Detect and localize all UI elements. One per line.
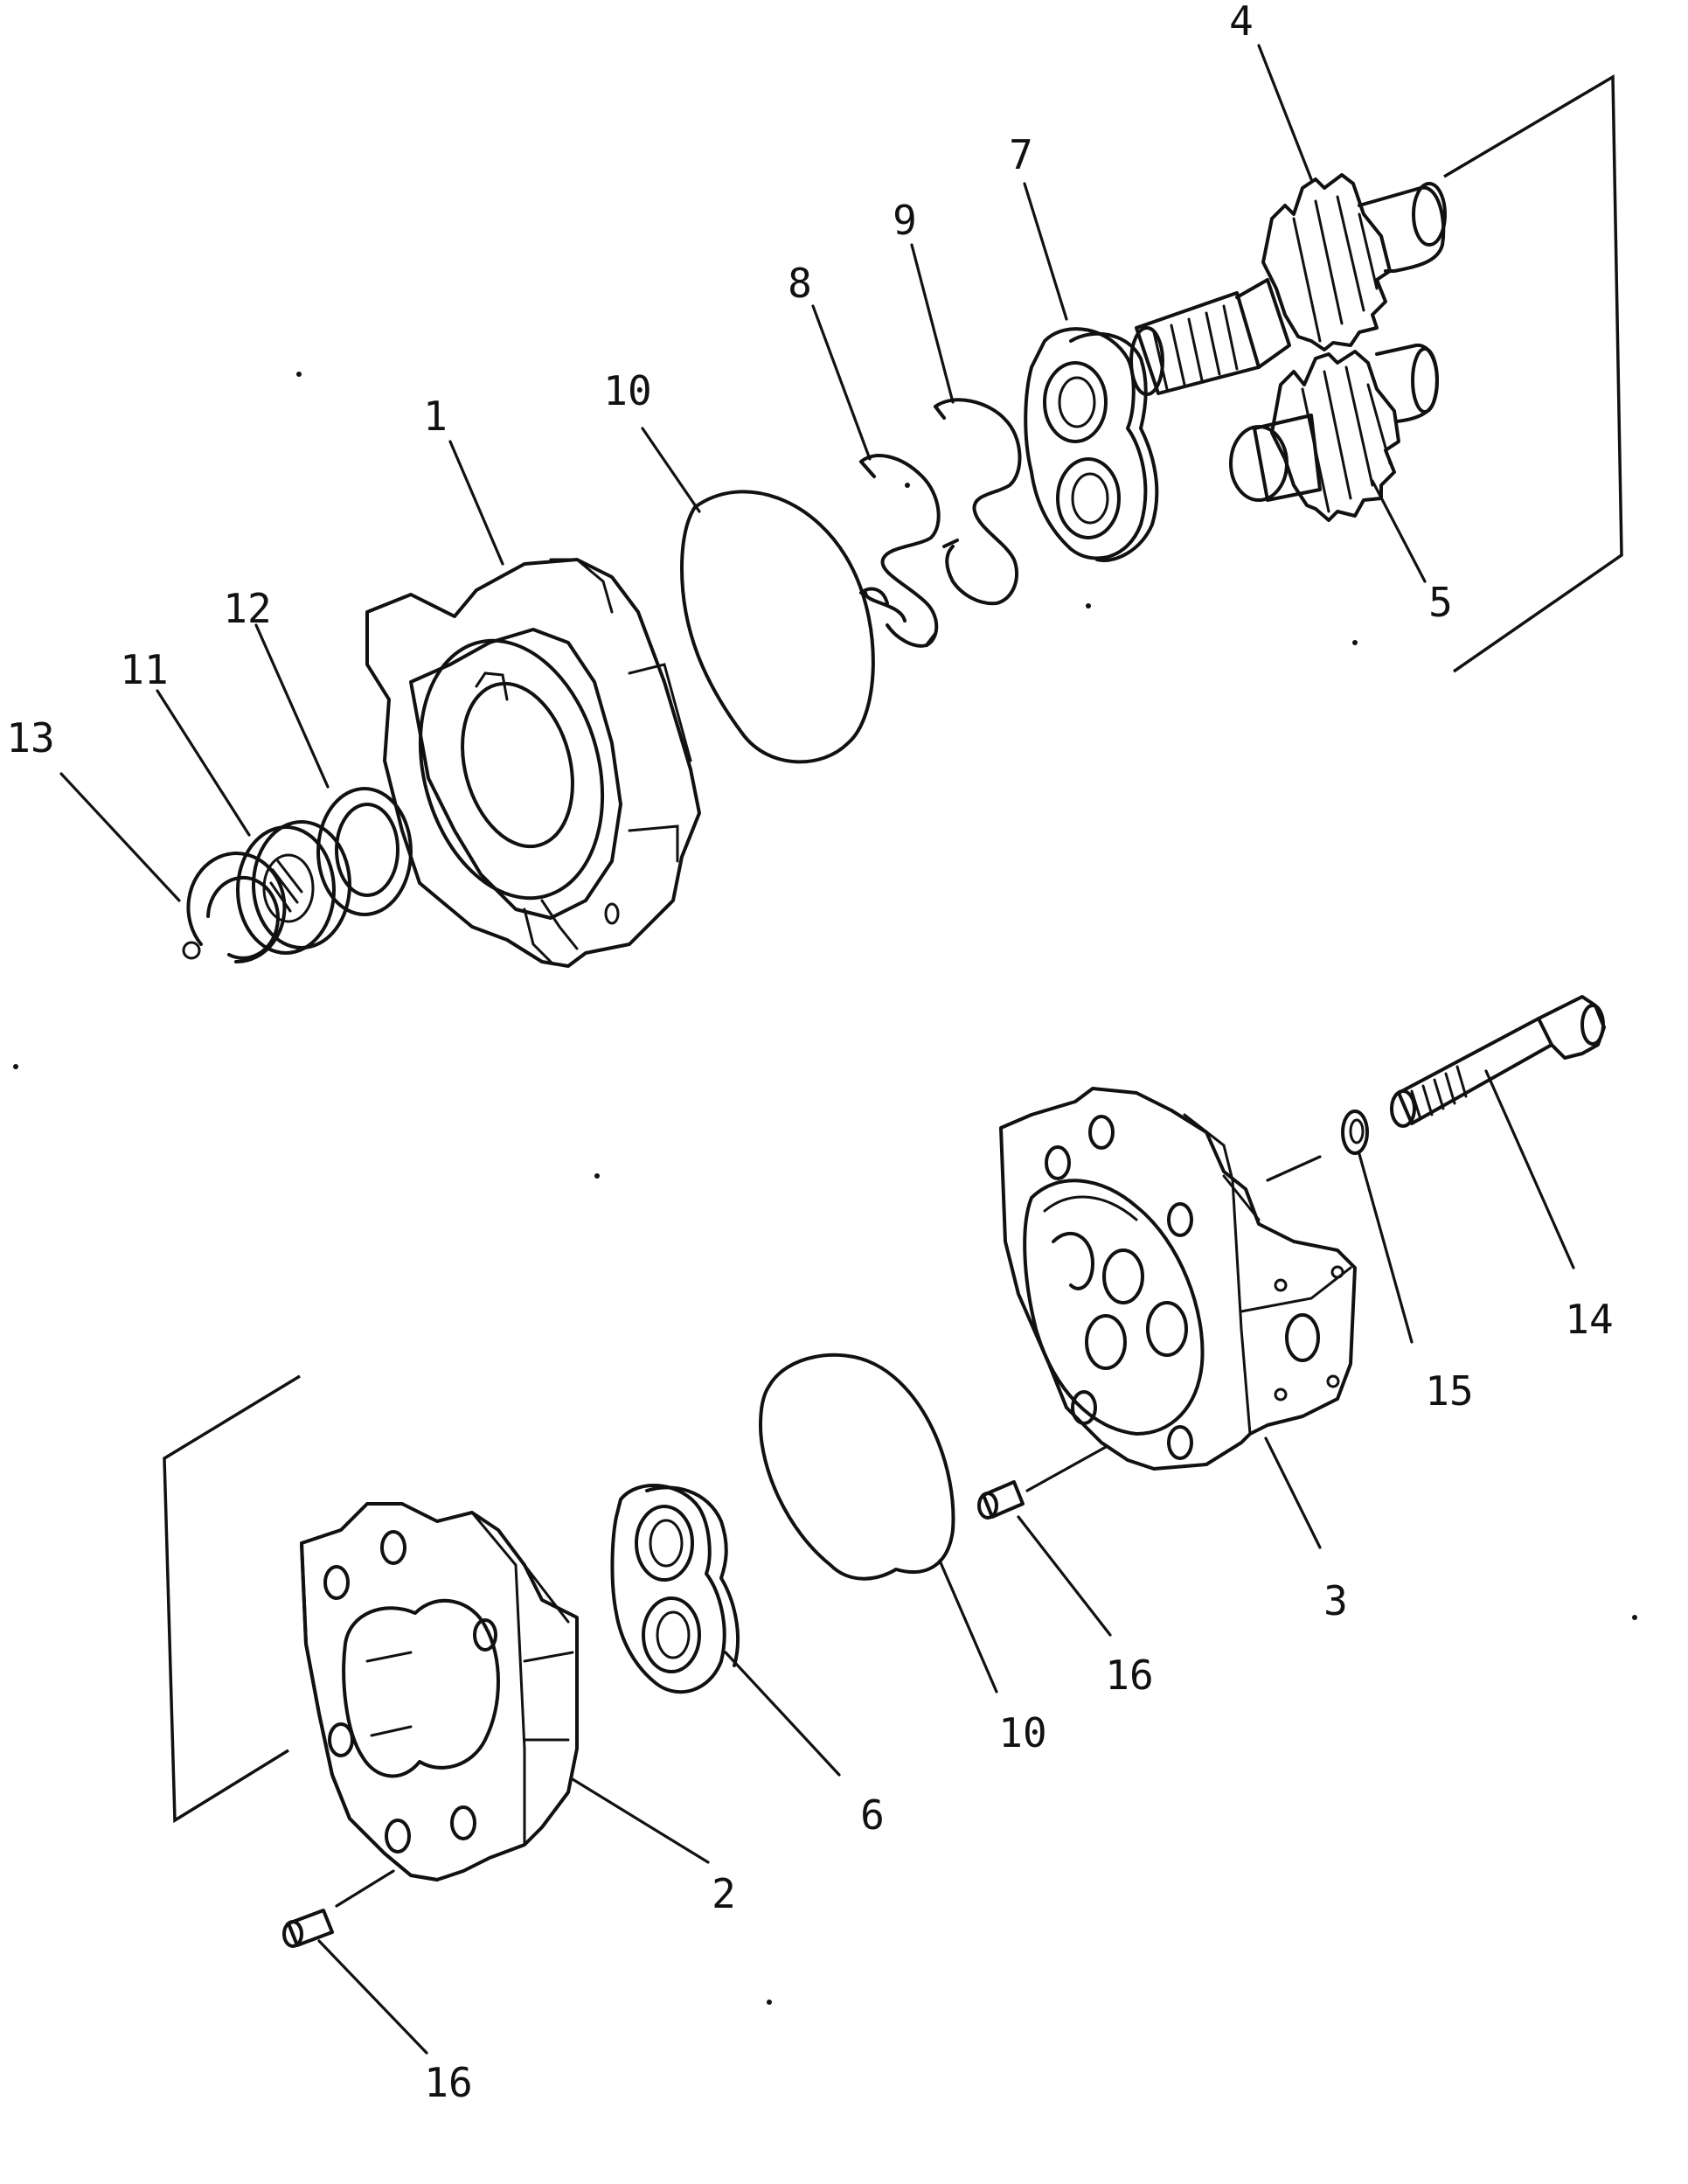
label-part-14: 14 [1565,1296,1613,1343]
part-14-bolt [1390,995,1606,1128]
part-9-spring-clip [934,398,1022,606]
label-part-16-upper: 16 [1105,1652,1153,1699]
assembly-frame-lower [163,1374,301,1824]
part-8-spring-clip [859,454,941,648]
label-part-8: 8 [788,260,812,307]
scan-specks [13,372,1637,2005]
part-labels: 4 7 9 8 10 1 12 11 13 5 14 15 3 16 10 6 … [6,0,1613,2106]
part-10-oring-lower [759,1353,955,1581]
part-10-oring-upper [680,490,875,764]
part-4-drive-gear-shaft [1129,173,1447,396]
label-part-3: 3 [1323,1577,1348,1624]
label-part-4: 4 [1229,0,1254,45]
part-13-circlip [182,852,287,964]
label-part-1: 1 [423,393,448,440]
part-1-front-cover [365,558,701,968]
label-part-2: 2 [712,1870,736,1917]
assembly-frame-upper [1443,73,1623,673]
label-part-10-upper: 10 [603,367,651,414]
label-part-7: 7 [1009,131,1033,178]
part-2-gear-housing [300,1502,579,1881]
label-part-6: 6 [860,1791,885,1839]
label-part-13: 13 [6,714,54,762]
part-16-dowel-pin-upper [977,1480,1025,1520]
part-5-driven-gear [1229,343,1439,522]
part-15-washer [1341,1109,1369,1155]
label-part-10-lower: 10 [998,1709,1046,1756]
part-6-bushing-plate [610,1484,740,1694]
part-16-dowel-pin-lower [282,1909,334,1948]
leader-lines [59,44,1575,2055]
part-3-rear-cover [999,1087,1357,1471]
label-part-9: 9 [893,197,917,244]
label-part-16-lower: 16 [424,2059,472,2106]
label-part-15: 15 [1425,1367,1473,1415]
label-part-11: 11 [120,646,168,693]
part-7-bushing-plate [1024,327,1159,562]
label-part-12: 12 [223,585,271,632]
label-part-5: 5 [1428,579,1453,626]
part-11-bearing [236,820,351,955]
